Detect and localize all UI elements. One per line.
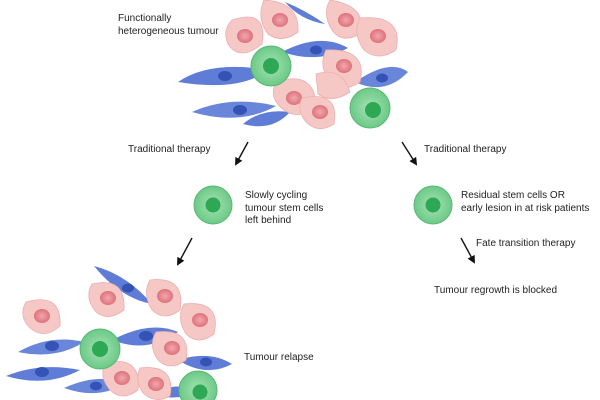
residual-stem-cell <box>413 185 453 225</box>
blue-cell <box>94 266 152 304</box>
pink-cell <box>315 71 351 99</box>
pink-cell <box>22 299 61 334</box>
label-heterogeneous-tumour: Functionally heterogeneous tumour <box>118 13 219 38</box>
blue-cell <box>6 367 80 381</box>
label-fate-transition-therapy: Fate transition therapy <box>476 238 576 249</box>
blue-cell <box>192 101 276 118</box>
label-slowly-cycling: Slowly cycling tumour stem cells left be… <box>245 190 323 228</box>
arrow-left-therapy <box>235 141 249 166</box>
label-tumour-relapse: Tumour relapse <box>244 352 314 363</box>
blue-cell <box>243 111 290 127</box>
label-regrowth-blocked: Tumour regrowth is blocked <box>434 285 558 296</box>
pink-cell <box>102 360 139 397</box>
pink-cell <box>180 303 216 341</box>
pink-cell <box>225 16 264 54</box>
label-line: Functionally <box>118 13 172 24</box>
label-line: tumour stem cells <box>245 202 324 214</box>
blue-cell <box>178 66 268 86</box>
label-traditional-therapy-left: Traditional therapy <box>128 144 211 155</box>
relapse-tumour-cluster <box>6 266 232 400</box>
pink-cell <box>299 96 336 129</box>
label-line: early lesion in at risk patients <box>461 202 590 214</box>
heterogeneous-tumour-cluster <box>178 0 408 129</box>
label-traditional-therapy-right: Traditional therapy <box>424 144 507 155</box>
stem-cell <box>250 45 292 87</box>
blue-cell <box>178 355 232 371</box>
label-line: Residual stem cells OR <box>461 190 565 201</box>
arrow-fate-transition <box>460 237 475 264</box>
pink-cell <box>88 282 125 317</box>
pink-cell <box>146 279 182 317</box>
label-line: heterogeneous tumour <box>118 25 219 37</box>
arrow-slow-to-relapse <box>177 237 193 266</box>
arrow-right-therapy <box>401 141 418 166</box>
pink-cell <box>260 0 299 39</box>
stem-cell <box>178 370 218 400</box>
label-line: Slowly cycling <box>245 190 308 201</box>
label-residual-stem-cells: Residual stem cells OR early lesion in a… <box>461 190 589 215</box>
pink-cell <box>356 17 398 57</box>
slowly-cycling-stem-cell <box>193 185 233 225</box>
pink-cell <box>137 367 172 400</box>
blue-cell <box>18 339 84 355</box>
label-line: left behind <box>245 215 292 226</box>
blue-cell <box>355 66 408 88</box>
pink-cell <box>152 331 188 367</box>
pink-cell <box>326 0 362 39</box>
blue-cell <box>285 2 325 24</box>
stem-cell <box>349 87 391 129</box>
stem-cell <box>79 328 121 370</box>
